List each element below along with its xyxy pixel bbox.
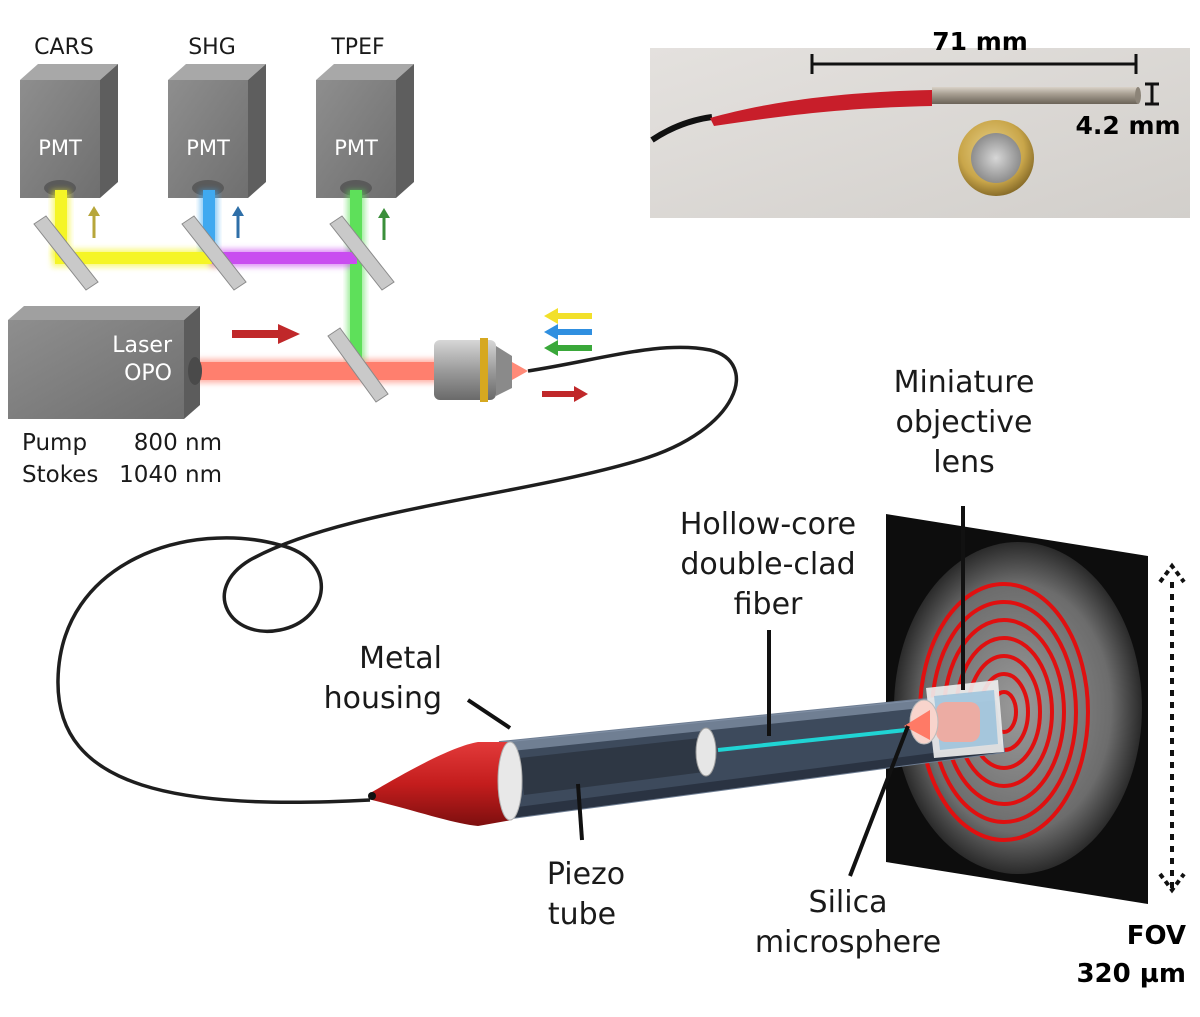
detector-shg-name: SHG — [188, 35, 236, 60]
fiber-label-line1: Hollow-core — [680, 507, 856, 542]
laser-beam — [198, 362, 438, 380]
stokes-label: Stokes — [22, 462, 98, 488]
detector-cars-pmt: PMT — [38, 136, 82, 160]
laser-label-line1: Laser — [112, 333, 173, 358]
microsphere-label-line2: microsphere — [755, 925, 941, 960]
laser-opo-box: Laser OPO — [8, 306, 202, 419]
hollow-core-fiber — [717, 728, 907, 752]
callout-lines — [466, 506, 965, 877]
tpef-beam — [350, 190, 362, 368]
objective-label-line1: Miniature — [894, 365, 1035, 400]
signal-return-arrows — [542, 308, 592, 402]
fiber-label-line3: fiber — [734, 587, 803, 622]
device-photo: 71 mm 4.2 mm — [650, 27, 1190, 218]
fiber-label-line2: double-clad — [680, 547, 855, 582]
laser-label-line2: OPO — [124, 361, 172, 386]
laser-direction-arrow — [232, 324, 300, 344]
housing-label-line2: housing — [324, 681, 442, 716]
objective-label-line3: lens — [933, 445, 994, 480]
detector-tpef-name: TPEF — [330, 35, 384, 60]
piezo-label-line1: Piezo — [547, 857, 625, 892]
detector-cars-name: CARS — [34, 35, 94, 60]
endoscope-probe — [368, 680, 1006, 826]
cars-horizontal-beam — [55, 252, 215, 264]
emission-arrows — [88, 206, 390, 240]
fov-value: 320 µm — [1076, 959, 1186, 989]
piezo-label-line2: tube — [548, 897, 616, 932]
fov-title: FOV — [1127, 921, 1186, 951]
detector-shg-pmt: PMT — [186, 136, 230, 160]
housing-label-line1: Metal — [359, 641, 442, 676]
detector-tpef-pmt: PMT — [334, 136, 378, 160]
fiber-cable — [56, 345, 738, 805]
detector-cars: CARS PMT — [20, 35, 118, 198]
fov-indicator: FOV 320 µm — [1076, 562, 1186, 989]
dichroic-mirrors — [33, 215, 395, 403]
combined-beam — [212, 252, 357, 264]
silica-microsphere — [904, 710, 930, 740]
sample-plane — [886, 514, 1148, 904]
stokes-value: 1040 nm — [119, 462, 222, 488]
component-labels: Miniature objective lens Hollow-core dou… — [324, 365, 1035, 960]
length-dimension: 71 mm — [932, 27, 1028, 56]
detector-shg: SHG PMT — [168, 35, 266, 198]
pump-value: 800 nm — [134, 430, 222, 456]
detector-tpef: TPEF PMT — [316, 35, 414, 198]
diameter-dimension: 4.2 mm — [1075, 111, 1180, 140]
coupling-objective — [434, 338, 528, 402]
wavelength-table: Pump 800 nm Stokes 1040 nm — [22, 430, 222, 488]
objective-label-line2: objective — [896, 405, 1033, 440]
microsphere-label-line1: Silica — [809, 885, 888, 920]
pump-label: Pump — [22, 430, 87, 456]
